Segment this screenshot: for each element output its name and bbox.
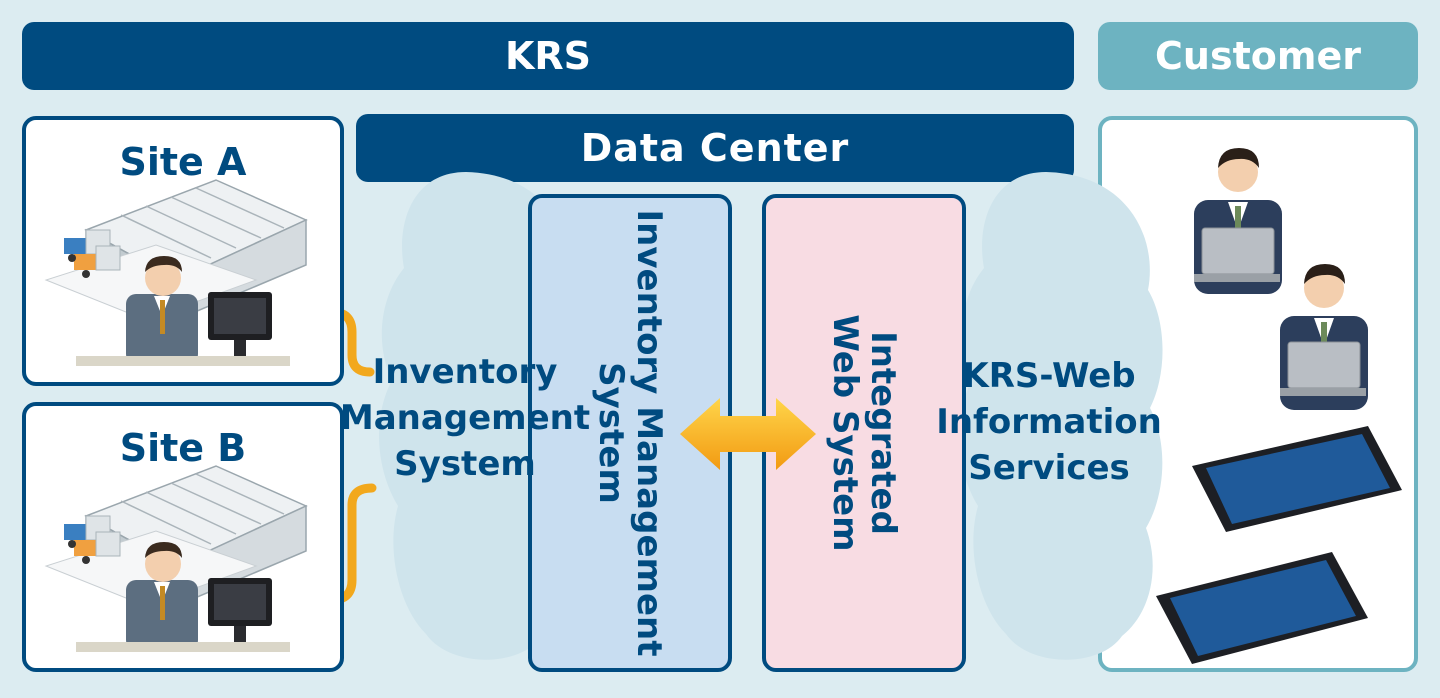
customer-devices-illustration [1156,148,1402,664]
double-arrow-icon [680,398,816,470]
worker-icon [126,256,198,364]
site-a-title: Site A [119,140,247,184]
truck-icon [64,515,121,564]
customer-header: Customer [1098,22,1418,90]
warehouse-worker-illustration [44,179,308,366]
businessman-laptop-icon [1194,148,1282,294]
warehouse-worker-illustration [44,465,308,652]
cloud-inventory-label: Inventory Management System [339,352,591,484]
site-a-panel: Site A [22,116,344,386]
site-b-title: Site B [119,426,247,470]
worker-icon [126,542,198,650]
data-center-header: Data Center [356,114,1074,182]
krs-header: KRS [22,22,1074,90]
computer-icon [76,578,290,652]
computer-icon [76,292,290,366]
tablet-icon [1156,552,1368,664]
businessman-laptop-icon [1280,264,1368,410]
tablet-icon [1192,426,1402,532]
cloud-krs-web-label: KRS-Web Information Services [936,356,1162,488]
truck-icon [64,229,121,278]
cloud-right [959,172,1163,660]
site-b-panel: Site B [22,402,344,672]
